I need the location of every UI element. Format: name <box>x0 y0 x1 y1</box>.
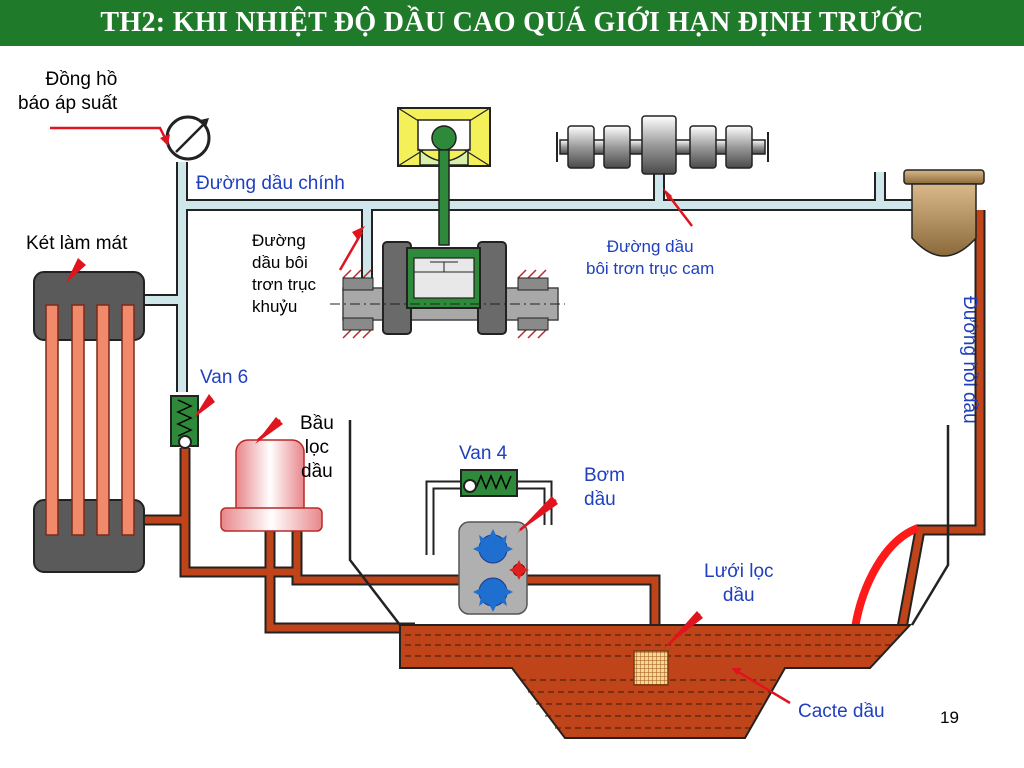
label-oil-filter-line1: Bầu <box>300 413 334 434</box>
label-camshaft-line: Đường dầu bôi trơn trục cam <box>586 236 714 280</box>
label-camshaft-line2: bôi trơn trục cam <box>586 259 715 278</box>
label-valve-4: Van 4 <box>459 443 508 464</box>
oil-filler-cap <box>903 169 985 257</box>
crankshaft-assembly <box>330 107 565 339</box>
label-radiator: Két làm mát <box>26 233 128 254</box>
page-number: 19 <box>940 708 959 727</box>
label-strainer-line1: Lưới lọc <box>704 561 774 582</box>
oil-cooler-radiator <box>33 271 145 573</box>
label-camshaft-line1: Đường dầu <box>606 237 694 256</box>
label-return-line: Đường hồi dầu <box>959 296 980 424</box>
title-bar: TH2: KHI NHIỆT ĐỘ DẦU CAO QUÁ GIỚI HẠN Đ… <box>0 0 1024 46</box>
oil-strainer <box>633 650 669 686</box>
label-crankshaft-line: Đường dầu bôi trơn trục khuỷu <box>252 230 316 318</box>
label-oil-filter: Bầu lọc dầu <box>300 412 334 484</box>
pressure-gauge-icon <box>165 115 211 161</box>
camshaft <box>556 115 769 175</box>
label-strainer-line2: dầu <box>722 585 755 606</box>
oil-pump <box>458 521 529 615</box>
label-pressure-gauge: Đồng hồ báo áp suất <box>18 68 117 116</box>
label-oil-pump: Bơm dầu <box>584 464 625 512</box>
pointer-arrows <box>50 126 791 705</box>
return-oil-stream <box>851 524 920 629</box>
bypass-valve-4 <box>425 469 553 555</box>
relief-valve-6 <box>170 395 199 449</box>
label-crankshaft-line1: Đường <box>252 231 306 250</box>
label-oil-pump-line1: Bơm <box>584 465 625 486</box>
label-main-oil-line: Đường dầu chính <box>196 173 345 194</box>
label-oil-pump-line2: dầu <box>584 489 616 510</box>
label-strainer: Lưới lọc dầu <box>704 560 774 608</box>
label-crankshaft-line2: dầu bôi <box>252 253 308 272</box>
label-crankshaft-line3: trơn trục <box>252 275 317 294</box>
label-pressure-gauge-line1: Đồng hồ <box>45 69 118 90</box>
label-pressure-gauge-line2: báo áp suất <box>18 93 118 114</box>
label-oil-filter-line3: dầu <box>301 461 333 482</box>
label-valve-6: Van 6 <box>200 367 249 388</box>
label-oil-filter-line2: lọc <box>304 437 330 458</box>
oil-filter <box>220 439 323 532</box>
label-crankshaft-line4: khuỷu <box>252 297 298 316</box>
slide-title: TH2: KHI NHIỆT ĐỘ DẦU CAO QUÁ GIỚI HẠN Đ… <box>100 7 924 38</box>
label-oil-sump: Cacte dầu <box>798 701 885 722</box>
